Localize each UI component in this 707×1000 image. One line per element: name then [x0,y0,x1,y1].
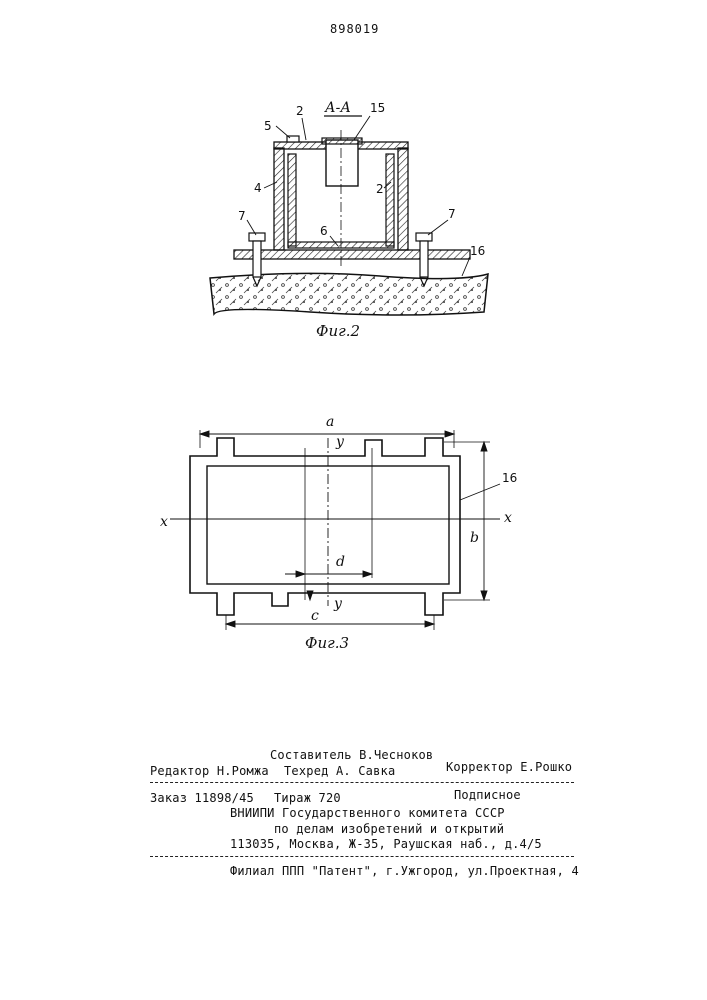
figure-2-caption: Фиг.2 [316,322,360,340]
outer-wall-left [274,148,284,250]
sleeve-collar [322,138,362,144]
figure-3-plan-drawing: a y y b x x d c 16 Фиг.3 [0,410,707,670]
label-part-7-right: 7 [448,207,456,221]
axis-label-y-bottom: y [333,596,343,612]
editor-line: Редактор Н.Ромжа [150,764,269,778]
dim-label-a: a [326,414,334,430]
compiler-line: Составитель В.Чесноков [270,748,433,762]
corrector-line: Корректор Е.Рошко [446,760,572,774]
label-part-4: 4 [254,181,262,195]
organization-line-2: по делам изобретений и открытий [274,822,504,836]
frame-outer-contour [190,438,460,615]
label-part-16: 16 [502,471,517,485]
inner-wall-right [386,154,394,246]
label-part-2-top: 2 [296,104,304,118]
footer-divider-bottom [150,856,574,857]
organization-address: 113035, Москва, Ж-35, Раушская наб., д.4… [230,837,542,851]
base-plate [234,250,470,259]
label-part-7-left: 7 [238,209,246,223]
foundation-ground [210,273,488,315]
label-part-5: 5 [264,119,272,133]
axis-label-x-right: x [504,510,512,526]
inner-wall-left [288,154,296,246]
subscription-label: Подписное [454,788,521,802]
outer-wall-right [398,148,408,250]
dim-label-b: b [470,530,479,546]
dim-label-c: c [311,608,319,624]
central-sleeve [326,140,358,186]
circulation: Тираж 720 [274,791,341,805]
section-label-a-a: А-А [324,100,351,116]
techred-line: Техред А. Савка [284,764,395,778]
footer-divider-top [150,782,574,783]
branch-address: Филиал ППП "Патент", г.Ужгород, ул.Проек… [230,864,579,878]
axis-label-x-left: x [160,514,168,530]
figure-2-section-drawing: А-А 2 15 5 4 2 7 7 [0,90,707,350]
label-part-6: 6 [320,224,328,238]
label-part-2-right: 2 [376,182,384,196]
order-number: Заказ 11898/45 [150,791,254,805]
patent-number: 898019 [330,22,379,36]
figure-3-caption: Фиг.3 [305,634,349,652]
label-part-15: 15 [370,101,385,115]
dim-label-d: d [336,554,345,570]
organization-line-1: ВНИИПИ Государственного комитета СССР [230,806,505,820]
axis-label-y-top: y [335,434,345,450]
label-part-16: 16 [470,244,485,258]
